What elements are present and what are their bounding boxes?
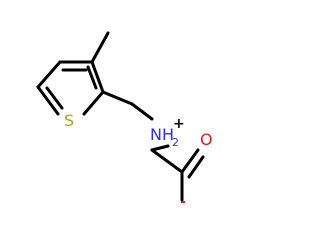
bond-ch2-n (130, 102, 154, 121)
bond-c3-methyl (90, 31, 110, 64)
bond-c5-s-double (45, 86, 64, 110)
bond-c-o-double-a (180, 148, 200, 174)
bond-c4-c5 (36, 60, 62, 89)
nitrogen-h-count-label: 2 (172, 136, 179, 149)
bond-c5-s (36, 85, 60, 116)
sulfur-atom-label: S (64, 111, 74, 130)
bond-c2-c3 (90, 60, 105, 94)
nitrogen-charge-label: + (173, 116, 185, 132)
thiophene-ring (36, 31, 110, 116)
bond-c2-c3-double (86, 65, 98, 90)
bond-n-ch2 (150, 144, 170, 152)
bond-c2-ch2 (101, 90, 134, 106)
bond-s-c2 (82, 90, 105, 116)
molecule-structure-diagram: S NH 2 + O - (36, 31, 213, 210)
oxygen-single-charge-label: - (180, 194, 186, 210)
bond-c-o-double-b (187, 155, 205, 179)
nitrogen-atom-label: NH (150, 125, 174, 144)
side-chain (101, 90, 205, 202)
oxygen-double-atom-label: O (200, 130, 213, 149)
bond-ch2-c (150, 148, 184, 174)
